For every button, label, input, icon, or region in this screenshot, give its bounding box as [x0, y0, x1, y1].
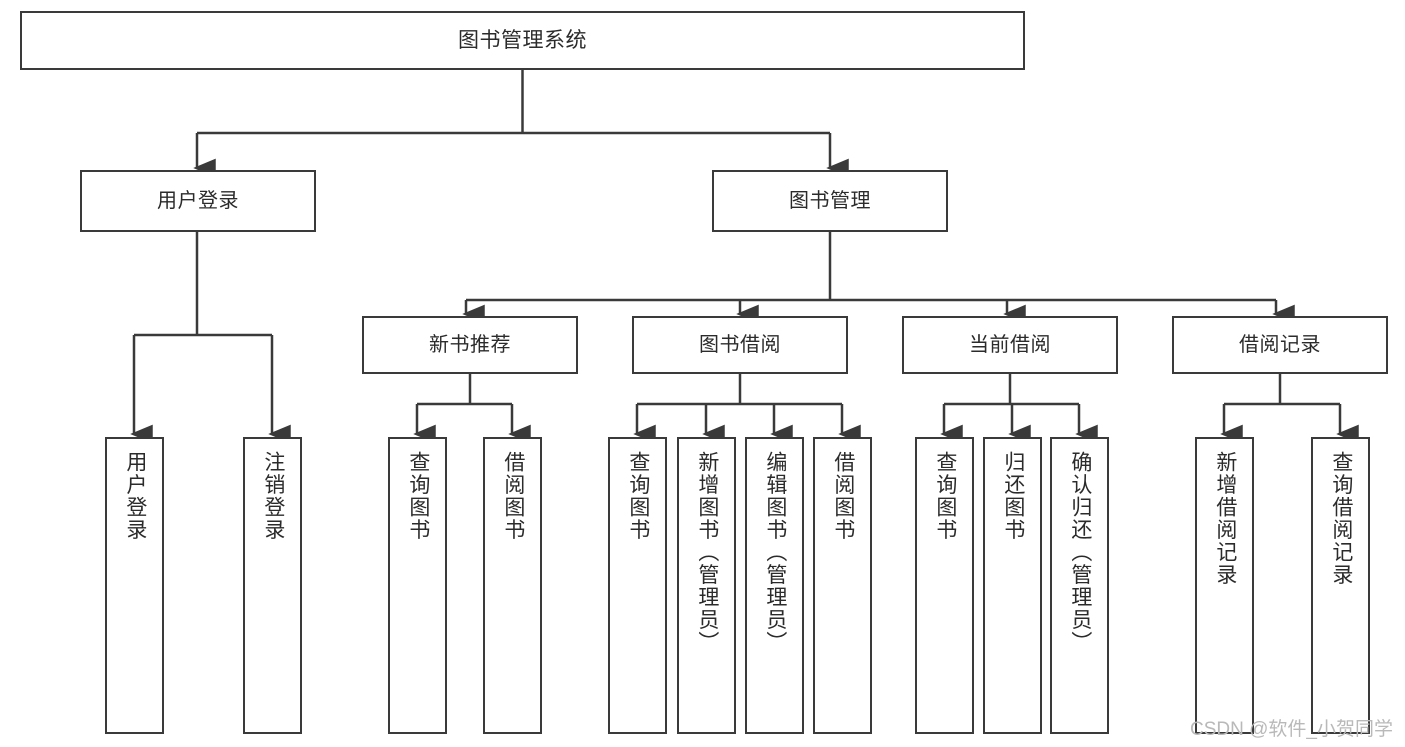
node-leaf-add-borrow-record[interactable]: 新增借阅记录 — [1195, 437, 1254, 734]
node-leaf-return-book[interactable]: 归还图书 — [983, 437, 1042, 734]
node-borrow-record[interactable]: 借阅记录 — [1172, 316, 1388, 374]
watermark-text: CSDN @软件_小贺同学 — [1190, 719, 1393, 740]
node-book-borrow-label: 图书借阅 — [699, 333, 781, 356]
node-leaf-borrow-query-book[interactable]: 查询图书 — [608, 437, 667, 734]
node-leaf-edit-book-admin[interactable]: 编辑图书（管理员） — [745, 437, 804, 734]
node-book-manage-label: 图书管理 — [789, 189, 871, 212]
node-leaf-add-borrow-record-label: 新增借阅记录 — [1213, 451, 1237, 586]
node-leaf-newrec-borrow-book-label: 借阅图书 — [501, 451, 525, 541]
node-leaf-confirm-return-admin-label: 确认归还（管理员） — [1068, 451, 1092, 654]
node-leaf-newrec-borrow-book[interactable]: 借阅图书 — [483, 437, 542, 734]
node-leaf-current-query-book[interactable]: 查询图书 — [915, 437, 974, 734]
node-borrow-record-label: 借阅记录 — [1239, 333, 1321, 356]
node-leaf-edit-book-admin-label: 编辑图书（管理员） — [763, 451, 787, 654]
node-leaf-logout[interactable]: 注销登录 — [243, 437, 302, 734]
node-book-manage[interactable]: 图书管理 — [712, 170, 948, 232]
node-leaf-newrec-query-book[interactable]: 查询图书 — [388, 437, 447, 734]
node-current-borrow[interactable]: 当前借阅 — [902, 316, 1118, 374]
node-leaf-query-borrow-record[interactable]: 查询借阅记录 — [1311, 437, 1370, 734]
node-leaf-return-book-label: 归还图书 — [1001, 451, 1025, 541]
node-leaf-borrow-query-book-label: 查询图书 — [626, 451, 650, 541]
node-current-borrow-label: 当前借阅 — [969, 333, 1051, 356]
node-leaf-query-borrow-record-label: 查询借阅记录 — [1329, 451, 1353, 586]
node-root-system[interactable]: 图书管理系统 — [20, 11, 1025, 70]
node-new-book-rec[interactable]: 新书推荐 — [362, 316, 578, 374]
node-user-login-label: 用户登录 — [157, 189, 239, 212]
node-root-system-label: 图书管理系统 — [458, 28, 587, 52]
node-leaf-newrec-query-book-label: 查询图书 — [406, 451, 430, 541]
node-leaf-add-book-admin[interactable]: 新增图书（管理员） — [677, 437, 736, 734]
node-leaf-logout-label: 注销登录 — [261, 451, 285, 541]
node-leaf-current-query-book-label: 查询图书 — [933, 451, 957, 541]
node-leaf-user-login[interactable]: 用户登录 — [105, 437, 164, 734]
node-user-login[interactable]: 用户登录 — [80, 170, 316, 232]
node-leaf-borrow-book[interactable]: 借阅图书 — [813, 437, 872, 734]
node-leaf-borrow-book-label: 借阅图书 — [831, 451, 855, 541]
node-book-borrow[interactable]: 图书借阅 — [632, 316, 848, 374]
node-leaf-user-login-label: 用户登录 — [123, 451, 147, 541]
node-leaf-add-book-admin-label: 新增图书（管理员） — [695, 451, 719, 654]
node-new-book-rec-label: 新书推荐 — [429, 333, 511, 356]
node-leaf-confirm-return-admin[interactable]: 确认归还（管理员） — [1050, 437, 1109, 734]
